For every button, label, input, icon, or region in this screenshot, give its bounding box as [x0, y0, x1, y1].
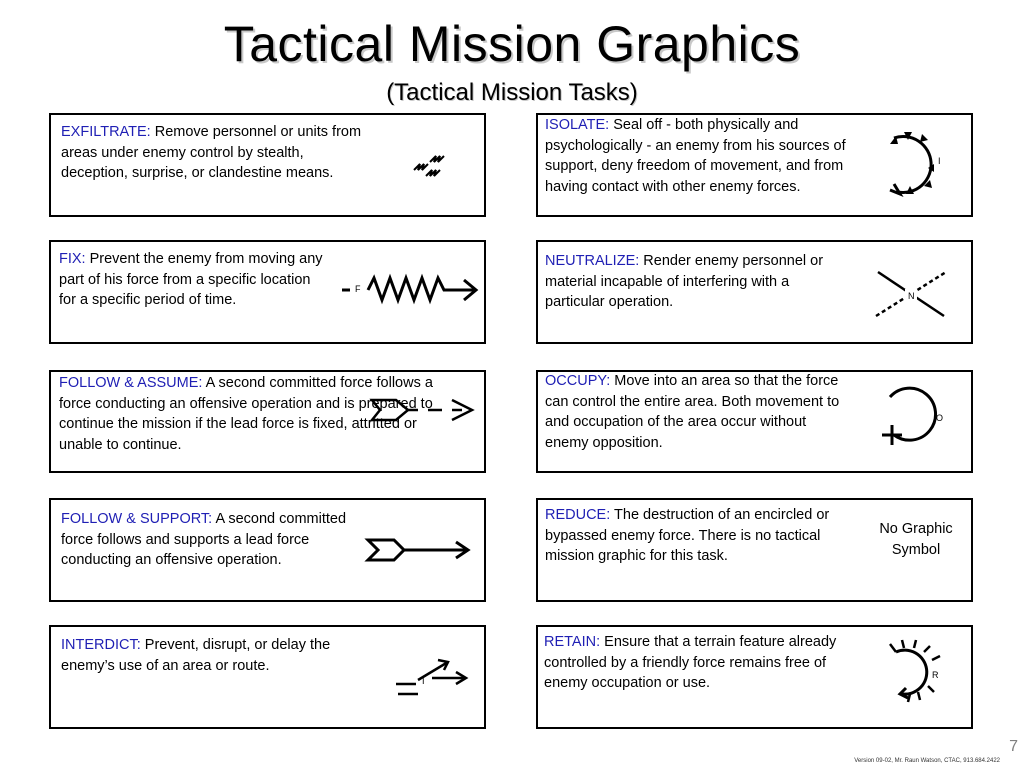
follow-assume-symbol-icon [369, 398, 475, 422]
retain-symbol-icon: R [889, 639, 941, 703]
interdict-letter: I [422, 676, 425, 686]
term-neutralize: NEUTRALIZE: [545, 253, 640, 269]
term-exfiltrate: EXFILTRATE: [61, 124, 151, 140]
card-isolate [536, 113, 973, 217]
card-interdict-text: INTERDICT: Prevent, disrupt, or delay th… [61, 635, 336, 676]
isolate-symbol-icon: I [889, 132, 941, 198]
term-occupy: OCCUPY: [545, 373, 611, 389]
card-follow-support-text: FOLLOW & SUPPORT: A second committed for… [61, 509, 346, 571]
card-fix-text: FIX: Prevent the enemy from moving any p… [59, 249, 329, 311]
card-occupy-text: OCCUPY: Move into an area so that the fo… [545, 371, 845, 453]
desc-retain: Ensure that a terrain feature already co… [544, 634, 837, 691]
version-note: Version 09-02, Mr. Raun Watson, CTAC, 91… [854, 758, 1000, 764]
card-exfiltrate [49, 113, 486, 217]
fix-symbol-icon: F [342, 273, 479, 305]
term-reduce: REDUCE: [545, 507, 611, 523]
desc-neutralize: Render enemy personnel or material incap… [545, 253, 824, 310]
term-retain: RETAIN: [544, 634, 601, 650]
desc-occupy: Move into an area so that the force can … [545, 373, 840, 451]
card-reduce [536, 498, 973, 602]
desc-fix: Prevent the enemy from moving any part o… [59, 251, 323, 308]
desc-follow-support: A second committed force follows and sup… [61, 511, 347, 568]
fix-letter: F [355, 284, 361, 294]
page-title: Tactical Mission Graphics [223, 16, 801, 72]
term-interdict: INTERDICT: [61, 637, 141, 653]
card-reduce-text: REDUCE: The destruction of an encircled … [545, 505, 855, 567]
follow-support-symbol-icon [364, 538, 471, 562]
card-exfiltrate-text: EXFILTRATE: Remove personnel or units fr… [61, 122, 371, 184]
desc-follow-assume: A second committed force follows a force… [59, 375, 433, 453]
card-isolate-text: ISOLATE: Seal off - both physically and … [545, 115, 860, 197]
desc-exfiltrate: Remove personnel or units from areas und… [61, 124, 362, 181]
neutralize-symbol-icon: N [875, 270, 947, 318]
card-interdict [49, 625, 486, 729]
card-fix [49, 240, 486, 344]
term-follow-assume: FOLLOW & ASSUME: [59, 375, 203, 391]
term-follow-support: FOLLOW & SUPPORT: [61, 511, 213, 527]
retain-letter: R [932, 670, 939, 680]
interdict-symbol-icon: I [396, 658, 469, 696]
card-neutralize [536, 240, 973, 344]
reduce-no-graphic-label: No Graphic Symbol [879, 521, 953, 558]
occupy-letter: O [936, 413, 943, 423]
term-fix: FIX: [59, 251, 86, 267]
desc-reduce: The destruction of an encircled or bypas… [545, 507, 830, 564]
term-isolate: ISOLATE: [545, 117, 610, 133]
page-subtitle: (Tactical Mission Tasks) [386, 79, 638, 106]
exfiltrate-symbol-icon [413, 155, 445, 177]
occupy-symbol-icon: O [882, 386, 943, 445]
card-follow-assume-text: FOLLOW & ASSUME: A second committed forc… [59, 373, 464, 455]
card-retain [536, 625, 973, 729]
card-follow-assume [49, 370, 486, 473]
desc-isolate: Seal off - both physically and psycholog… [545, 117, 846, 195]
neutralize-letter: N [908, 291, 915, 301]
page-number: 7 [1009, 738, 1018, 755]
desc-interdict: Prevent, disrupt, or delay the enemy’s u… [61, 637, 331, 674]
card-occupy [536, 370, 973, 473]
isolate-letter: I [938, 156, 941, 166]
card-retain-text: RETAIN: Ensure that a terrain feature al… [544, 632, 859, 694]
card-neutralize-text: NEUTRALIZE: Render enemy personnel or ma… [545, 251, 845, 313]
